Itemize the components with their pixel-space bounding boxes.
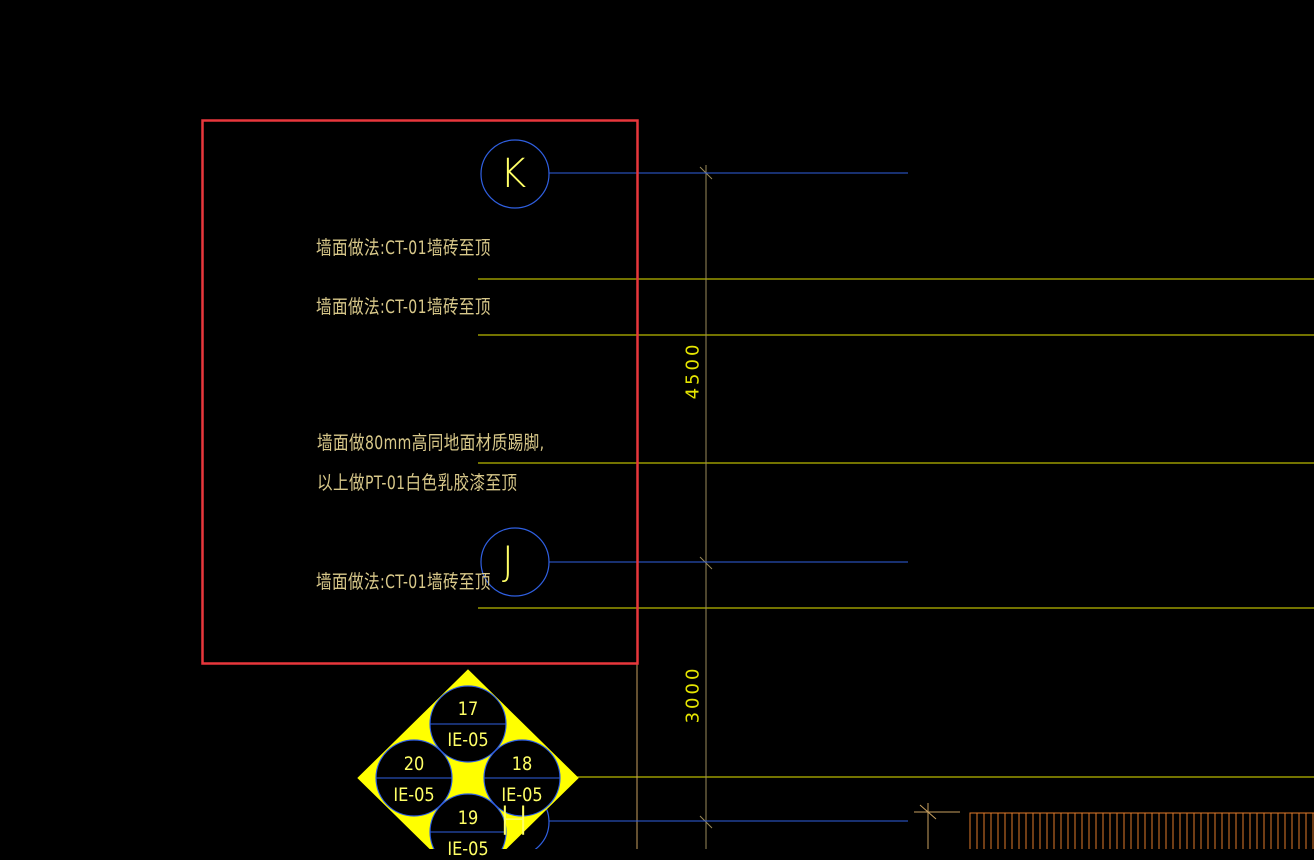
axis-bubble-j[interactable]	[480, 527, 550, 597]
dimension-text-3000: 3000	[682, 665, 704, 724]
dimension-tick	[699, 556, 713, 570]
elevation-bottom-number: 19	[457, 807, 479, 829]
dimension-tick	[699, 815, 713, 829]
dimension-text-4500: 4500	[682, 341, 704, 400]
elevation-top-ref: IE-05	[447, 729, 489, 751]
elevation-top-number: 17	[457, 698, 479, 720]
wall-finish-note-3-line2: 以上做PT-01白色乳胶漆至顶	[317, 472, 518, 494]
elevation-right-number: 18	[511, 753, 533, 775]
elevation-bottom-ref: IE-05	[447, 838, 489, 860]
selection-highlight-box	[201, 119, 639, 665]
cross-marker	[919, 804, 937, 820]
hatch-pattern	[969, 812, 1314, 849]
wall-finish-note-3-line1: 墙面做80mm高同地面材质踢脚,	[317, 432, 545, 454]
wall-finish-note-1: 墙面做法:CT-01墙砖至顶	[316, 237, 491, 259]
wall-finish-note-4: 墙面做法:CT-01墙砖至顶	[316, 571, 491, 593]
elevation-right-ref: IE-05	[501, 784, 543, 806]
grid-label-k: K	[500, 151, 527, 197]
axis-bubble-k[interactable]	[480, 139, 550, 209]
grid-label-j: J	[502, 539, 514, 585]
grid-label-h: H	[499, 799, 530, 845]
elevation-left-number: 20	[403, 753, 425, 775]
elevation-left-ref: IE-05	[393, 784, 435, 806]
wall-finish-note-2: 墙面做法:CT-01墙砖至顶	[316, 296, 491, 318]
elevation-index-symbol[interactable]	[357, 669, 579, 849]
